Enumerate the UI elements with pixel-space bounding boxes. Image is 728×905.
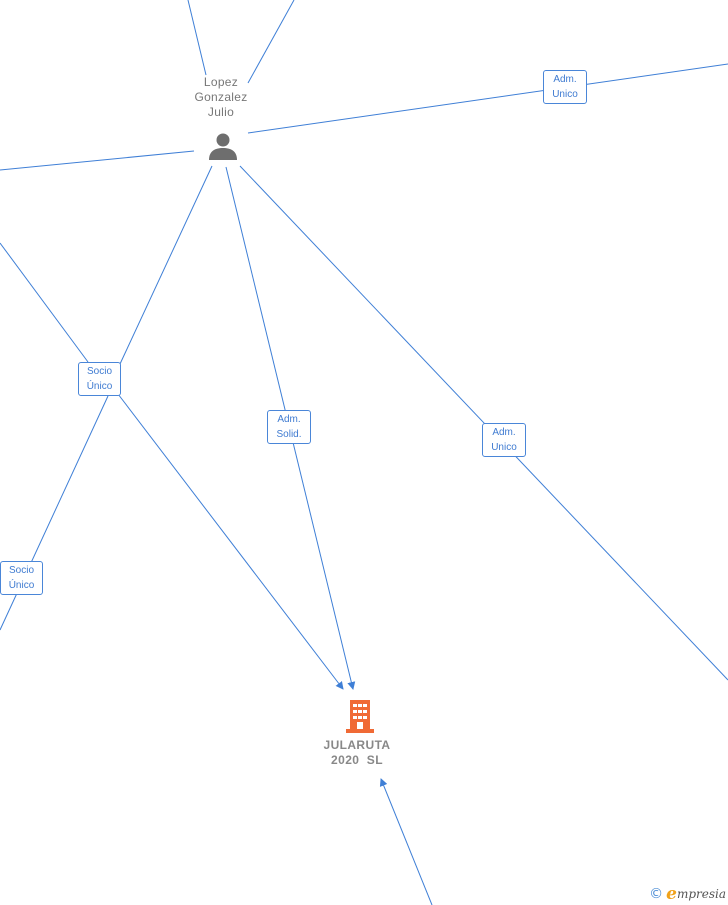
relationship-label-line: Adm.: [277, 414, 301, 425]
edge-person-top-left: [187, 0, 207, 76]
relationship-label-line: Socio: [86, 366, 112, 377]
person-name-label: Lopez Gonzalez Julio: [185, 75, 257, 120]
edge-socio-company: [117, 393, 344, 690]
person-icon[interactable]: [207, 131, 239, 161]
relationship-label-line: Único: [86, 381, 113, 392]
company-name-label: JULARUTA 2020 SL: [312, 738, 402, 768]
edge-person-top-right: [247, 0, 295, 84]
relationship-label-line: Socio: [8, 565, 34, 576]
relationship-label-line: Unico: [552, 89, 578, 100]
relationship-label-line: Unico: [491, 442, 517, 453]
edge-left-socio: [0, 242, 89, 363]
brand-logo-text: mpresia: [676, 887, 726, 901]
company-name-line: JULARUTA: [323, 738, 391, 752]
edge-bottom-company: [379, 778, 433, 905]
relationship-label-line: Único: [8, 580, 35, 591]
relationship-label-adm-unico[interactable]: Adm. Unico: [543, 70, 587, 104]
relationship-label-line: Adm.: [553, 74, 577, 85]
relationship-label-line: Solid.: [276, 429, 302, 440]
relationship-label-socio-unico[interactable]: Socio Único: [0, 561, 43, 595]
brand-logo-initial: e: [666, 884, 677, 904]
edge-person-right: [247, 63, 728, 134]
company-name-line: 2020 SL: [331, 753, 383, 767]
copyright-symbol: ©: [649, 886, 664, 902]
edge-person-left: [0, 150, 195, 171]
relationship-label-adm-solid[interactable]: Adm. Solid.: [267, 410, 311, 444]
building-icon[interactable]: [345, 699, 375, 733]
person-name-line: Gonzalez: [194, 90, 248, 104]
relationship-label-adm-unico[interactable]: Adm. Unico: [482, 423, 526, 457]
empresia-watermark: © e mpresia: [649, 884, 726, 904]
person-name-line: Lopez: [203, 75, 239, 89]
relationship-label-socio-unico[interactable]: Socio Único: [78, 362, 121, 396]
edge-person-socio: [119, 165, 213, 365]
person-name-line: Julio: [207, 105, 235, 119]
relationship-label-line: Adm.: [492, 427, 516, 438]
